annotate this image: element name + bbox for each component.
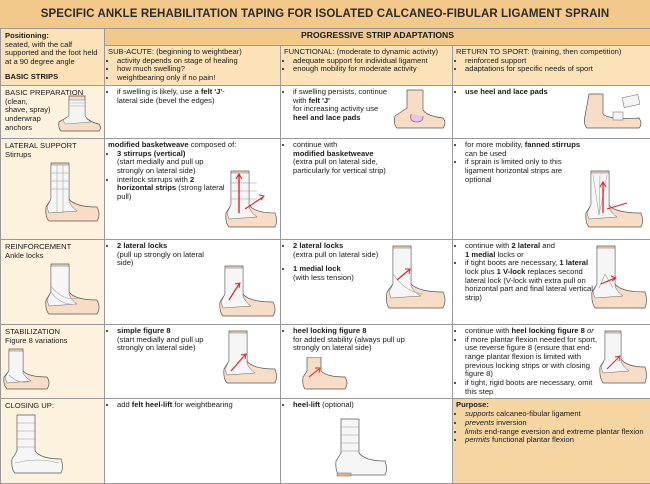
lateral-locks-illustration — [217, 264, 279, 320]
stabilization-subacute-text: simple figure 8(start medially and pull … — [117, 327, 229, 353]
rts-point: adaptations for specific needs of sport — [465, 65, 647, 74]
closing-subacute-cell: add felt heel-lift for weightbearing — [105, 399, 281, 484]
closing-wrap-illustration — [7, 413, 65, 477]
lateral-subacute-cell: modified basketweave composed of: 3 stir… — [105, 138, 281, 239]
lateral-subacute-point: interlock stirrups with 2 horizontal str… — [117, 176, 229, 202]
stabilization-subacute-cell: simple figure 8(start medially and pull … — [105, 324, 281, 399]
rts-header: RETURN TO SPORT: (training, then competi… — [453, 46, 650, 86]
reinforcement-rts-point: continue with 2 lateral and 1 medial loc… — [465, 242, 593, 259]
purpose-cell: Purpose: supports calcaneo-fibular ligam… — [453, 399, 650, 484]
row-closing-up: CLOSING UP: — [1, 399, 105, 484]
lateral-rts-point: if sprain is limited only to this ligame… — [465, 158, 585, 184]
row-stabilization: STABILIZATION Figure 8 variations — [1, 324, 105, 399]
reinforcement-functional-point: 1 medial lock(with less tension) — [293, 265, 381, 282]
closing-subacute-text: add felt heel-lift for weightbearing — [117, 401, 281, 410]
subacute-point: weightbearing only if no pain! — [117, 74, 277, 83]
reinforcement-subacute-cell: 2 lateral locks(pull up strongly on late… — [105, 239, 281, 324]
basic-functional-text: if swelling persists, continue with felt… — [293, 88, 393, 123]
functional-point: enough mobility for moderate activity — [293, 65, 449, 74]
stabilization-rts-cell: continue with heel locking figure 8 or i… — [453, 324, 650, 399]
basic-strips-label: BASIC STRIPS — [5, 72, 58, 81]
simple-figure-8-illustration — [221, 329, 279, 387]
positioning-cell: Positioning: seated, with the calf suppo… — [1, 29, 105, 86]
basic-subacute-cell: if swelling is likely, use a felt 'J'-la… — [105, 85, 281, 138]
row-label: CLOSING UP: — [5, 402, 101, 411]
functional-header: FUNCTIONAL: (moderate to dynamic activit… — [281, 46, 453, 86]
taping-table: Positioning: seated, with the calf suppo… — [0, 28, 650, 484]
lateral-rts-cell: for more mobility, fanned stirrups can b… — [453, 138, 650, 239]
figure-8-illustration — [1, 347, 53, 393]
heel-locking-figure-8-illustration — [301, 357, 351, 391]
positioning-label: Positioning: — [5, 31, 49, 40]
closing-functional-text: heel-lift (optional) — [293, 401, 393, 410]
v-lock-illustration — [587, 244, 649, 318]
basic-rts-cell: use heel and lace pads — [453, 85, 650, 138]
row-description: (clean, shave, spray) underwrap anchors — [5, 98, 51, 133]
fanned-stirrups-illustration — [583, 169, 647, 233]
row-description: Figure 8 variations — [5, 337, 101, 346]
lateral-functional-cell: continue with modified basketweave(extra… — [281, 138, 453, 239]
reinforcement-functional-point: 2 lateral locks(extra pull on lateral si… — [293, 242, 381, 259]
stabilization-rts-point: if more plantar flexion needed for sport… — [465, 336, 605, 380]
positioning-text: seated, with the calf supported and the … — [5, 41, 100, 67]
closing-functional-cell: heel-lift (optional) — [281, 399, 453, 484]
heel-lift-illustration — [329, 417, 391, 477]
basic-functional-cell: if swelling persists, continue with felt… — [281, 85, 453, 138]
medial-lock-illustration — [379, 244, 449, 318]
lateral-functional-text: continue with modified basketweave(extra… — [293, 141, 403, 176]
taping-chart: SPECIFIC ANKLE REHABILITATION TAPING FOR… — [0, 0, 650, 438]
lateral-subacute-point: 3 stirrups (vertical)(start medially and… — [117, 150, 229, 176]
progressive-title: PROGRESSIVE STRIP ADAPTATIONS — [105, 29, 650, 46]
chart-title: SPECIFIC ANKLE REHABILITATION TAPING FOR… — [0, 0, 650, 29]
basketweave-illustration — [223, 169, 279, 233]
row-description: Stirrups — [5, 151, 101, 160]
reinforcement-subacute-text: 2 lateral locks(pull up strongly on late… — [117, 242, 217, 268]
row-basic-preparation: BASIC PREPARATION (clean, shave, spray) … — [1, 85, 105, 138]
ankle-lock-illustration — [41, 262, 103, 318]
reinforcement-rts-point: if tight boots are necessary, 1 lateral … — [465, 259, 593, 303]
reinforcement-rts-cell: continue with 2 lateral and 1 medial loc… — [453, 239, 650, 324]
row-reinforcement: REINFORCEMENT Ankle locks — [1, 239, 105, 324]
basic-subacute-text: if swelling is likely, use a felt 'J'-la… — [117, 88, 227, 105]
ankle-underwrap-illustration — [55, 94, 103, 134]
basic-rts-text: use heel and lace pads — [465, 88, 575, 97]
stabilization-rts-point: if tight, rigid boots are necessary, omi… — [465, 379, 605, 396]
lateral-rts-point: for more mobility, fanned stirrups can b… — [465, 141, 585, 158]
row-lateral-support: LATERAL SUPPORT Stirrups — [1, 138, 105, 239]
felt-j-pad-illustration — [389, 88, 449, 132]
heel-lace-pads-illustration — [581, 88, 647, 132]
stirrup-illustration — [41, 161, 103, 227]
subacute-header: SUB-ACUTE: (beginning to weightbear) act… — [105, 46, 281, 86]
row-description: Ankle locks — [5, 252, 101, 261]
reinforcement-functional-cell: 2 lateral locks(extra pull on lateral si… — [281, 239, 453, 324]
